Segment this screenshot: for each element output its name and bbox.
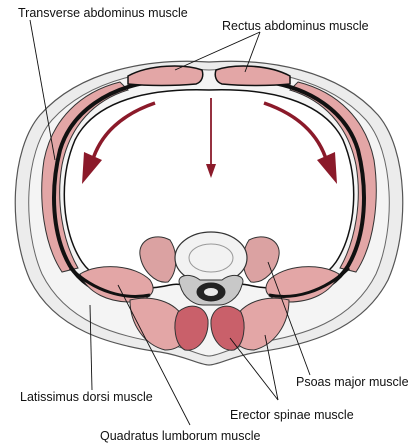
spinal-cord (204, 288, 218, 296)
label-latissimus-dorsi: Latissimus dorsi muscle (20, 390, 153, 404)
label-transverse-abdominus: Transverse abdominus muscle (18, 6, 188, 20)
label-erector-spinae: Erector spinae muscle (230, 408, 354, 422)
label-rectus-abdominus: Rectus abdominus muscle (222, 19, 369, 33)
label-psoas-major: Psoas major muscle (296, 375, 409, 389)
label-quadratus-lumborum: Quadratus lumborum muscle (100, 429, 261, 443)
